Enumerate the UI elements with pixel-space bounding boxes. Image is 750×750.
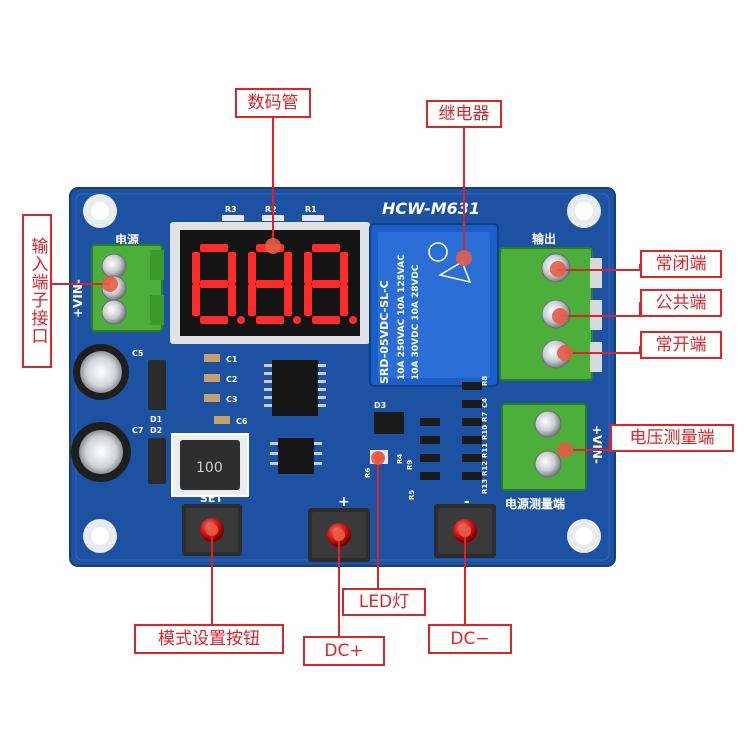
decimal-point [293, 316, 301, 324]
leader-dots [102, 238, 573, 541]
decimal-point [237, 316, 245, 324]
output-silk: 输出 [532, 231, 556, 246]
segment-d [312, 316, 340, 324]
callout-dc-plus: DC+ [303, 636, 385, 666]
svg-text:C7: C7 [132, 426, 143, 435]
capacitor-c7: C7 [71, 422, 143, 482]
svg-text:R1: R1 [305, 205, 317, 214]
svg-text:100: 100 [196, 460, 223, 476]
vin-right-silk: +VIN- [590, 425, 604, 464]
callout-display: 数码管 [235, 88, 311, 118]
leader-lines [50, 116, 641, 636]
segment-d [200, 316, 228, 324]
callout-dc-minus: DC− [428, 624, 512, 654]
segment-g [200, 280, 228, 288]
diode-d2 [148, 438, 166, 484]
vin-left-silk: +VIN- [71, 279, 85, 318]
input-terminal-block [91, 244, 164, 332]
segment-c [228, 284, 236, 316]
svg-text:C3: C3 [226, 395, 237, 404]
input-screw-1 [101, 253, 127, 279]
measure-screw-1 [534, 410, 562, 438]
segment-a [200, 244, 228, 252]
segment-a [312, 244, 340, 252]
display-digit-1 [192, 244, 245, 324]
resistor-labels: R4 C4 R10 R11 R12 R13 R9 R6 R5 R7 R8 [364, 376, 489, 500]
svg-text:R4: R4 [396, 454, 404, 464]
transistor [374, 412, 404, 434]
svg-text:C5: C5 [132, 349, 144, 358]
minus-silk: - [464, 494, 470, 510]
segment-f [192, 252, 200, 284]
segment-b [340, 252, 348, 284]
svg-text:R3: R3 [225, 205, 237, 214]
svg-text:C6: C6 [236, 417, 248, 426]
segment-e [304, 284, 312, 316]
inductor: 100 [171, 433, 249, 497]
callout-common: 公共端 [640, 289, 722, 317]
svg-text:D3: D3 [374, 401, 386, 410]
measure-terminal-block [501, 403, 587, 491]
diode-d1 [148, 360, 166, 410]
svg-text:R8: R8 [481, 376, 489, 386]
power-silk: 电源 [115, 232, 139, 247]
svg-text:C4: C4 [481, 398, 489, 408]
callout-voltage-measure: 电压测量端 [610, 424, 734, 452]
seven-segment-display [170, 222, 370, 344]
relay: 10A 250VAC 10A 125VAC 10A 30VDC 10A 28VD… [369, 223, 499, 387]
svg-text:R11: R11 [481, 443, 489, 458]
svg-text:R5: R5 [408, 490, 416, 500]
callout-mode-button: 模式设置按钮 [134, 624, 284, 654]
resistor-cluster [420, 382, 482, 480]
callout-led: LED灯 [342, 588, 426, 616]
svg-text:R2: R2 [265, 205, 277, 214]
svg-text:C2: C2 [226, 375, 237, 384]
segment-d [256, 316, 284, 324]
segment-c [340, 284, 348, 316]
ic-main [264, 360, 326, 416]
callout-normally-open: 常开端 [640, 331, 722, 359]
svg-text:R9: R9 [406, 460, 414, 470]
segment-f [304, 252, 312, 284]
segment-e [192, 284, 200, 316]
plus-silk: + [338, 494, 350, 510]
capacitor-c5: C5 [73, 344, 144, 400]
callout-relay: 继电器 [426, 100, 502, 128]
svg-text:D1: D1 [150, 415, 163, 424]
svg-text:R13: R13 [481, 479, 489, 494]
segment-f [248, 252, 256, 284]
svg-text:10A 30VDC 10A 28VDC: 10A 30VDC 10A 28VDC [411, 264, 421, 380]
model-silk: HCW-M631 [382, 199, 480, 218]
svg-text:R7: R7 [481, 412, 489, 422]
smd-caps: C1 C2 C3 C6 [204, 354, 248, 426]
display-digit-3 [304, 244, 357, 324]
ic-secondary [270, 438, 322, 474]
segment-b [228, 252, 236, 284]
mounting-holes [83, 194, 601, 553]
svg-text:10A 250VAC 10A 125VAC: 10A 250VAC 10A 125VAC [397, 254, 407, 380]
input-screw-3 [101, 299, 127, 325]
svg-text:R6: R6 [364, 468, 372, 478]
callout-input-port: 输入端子接口 [22, 214, 52, 368]
decimal-point [349, 316, 357, 324]
svg-text:SRD-05VDC-SL-C: SRD-05VDC-SL-C [378, 280, 391, 384]
segment-c [284, 284, 292, 316]
svg-text:R10: R10 [481, 425, 489, 440]
measure-screw-2 [534, 450, 562, 478]
display-digits [192, 244, 357, 324]
segment-g [312, 280, 340, 288]
segment-b [284, 252, 292, 284]
svg-text:D2: D2 [150, 426, 162, 435]
segment-g [256, 280, 284, 288]
svg-text:C1: C1 [226, 355, 238, 364]
measure-silk: 电源测量端 [505, 496, 565, 511]
segment-e [248, 284, 256, 316]
svg-text:R12: R12 [481, 461, 489, 476]
callout-normally-closed: 常闭端 [640, 250, 722, 278]
